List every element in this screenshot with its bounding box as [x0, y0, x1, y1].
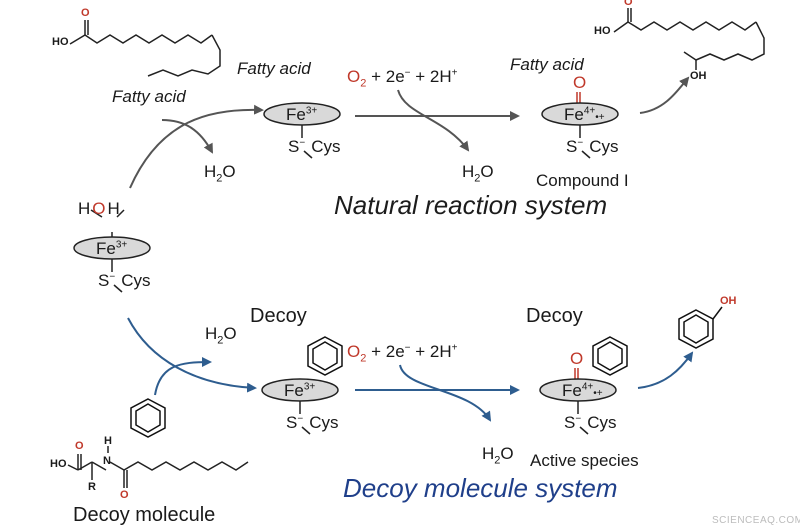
decoy-molecule-label: Decoy molecule	[73, 504, 216, 526]
hydroxylated-oh: OH	[690, 70, 707, 82]
active-species-label: Active species	[530, 451, 639, 470]
oxygen-reagent-decoy: O2 + 2e− + 2H+	[347, 342, 458, 365]
water-ligand	[90, 209, 125, 218]
oxo-label-active: O	[570, 349, 584, 368]
benzene-ring-active	[592, 336, 628, 376]
water-product-1: H2O	[204, 162, 236, 185]
iron-label-bound: Fe3+	[286, 105, 318, 124]
hydroxylated-ho: HO	[594, 25, 611, 37]
hydroxylated-carbonyl-o: O	[624, 0, 633, 8]
cys-label-bound: S−Cys	[288, 137, 341, 156]
cys-label-active: S−Cys	[564, 413, 617, 432]
iron-label-compound: Fe4+•+	[564, 105, 605, 124]
decoy-molecule-structure	[67, 454, 249, 488]
decoy-label-left: Decoy	[250, 305, 307, 327]
iron-label-decoy: Fe3+	[284, 381, 316, 400]
cys-label-decoy: S−Cys	[286, 413, 339, 432]
oxygen-reagent-natural: O2 + 2e− + 2H+	[347, 67, 458, 90]
decoy-r: R	[88, 481, 96, 493]
decoy-o-acid: O	[75, 440, 84, 452]
watermark: SCIENCEAQ.COM	[712, 515, 800, 526]
cys-label-resting: S−Cys	[98, 271, 151, 290]
arrow-water-release-1	[161, 119, 213, 154]
oxo-label-compound: O	[573, 73, 587, 92]
water-product-3: H2O	[205, 324, 237, 347]
decoy-o-amide: O	[120, 489, 129, 501]
decoy-h: H	[104, 435, 112, 447]
arrow-hydroxylation	[639, 76, 690, 114]
water-product-4: H2O	[482, 444, 514, 467]
water-product-2: H2O	[462, 162, 494, 185]
arrow-decoy-oxygen-input	[399, 364, 492, 422]
fatty-acid-label-bound: Fatty acid	[237, 59, 311, 78]
cys-label-compound: S−Cys	[566, 137, 619, 156]
heme-decoy-bound	[261, 378, 339, 435]
fatty-acid-label-compound: Fatty acid	[510, 55, 584, 74]
fatty-acid-label-left: Fatty acid	[112, 87, 186, 106]
phenol-product	[678, 306, 723, 349]
hydroxylated-fatty-acid-structure	[613, 8, 765, 70]
benzene-ring-decoy	[307, 336, 343, 376]
benzene-ring-substrate	[130, 398, 166, 438]
arrow-oxygen-input	[397, 89, 470, 152]
natural-system-title: Natural reaction system	[334, 190, 608, 220]
fatty-acid-carbonyl-o: O	[81, 7, 90, 19]
decoy-label-right: Decoy	[526, 305, 583, 327]
heme-compound-i	[541, 92, 619, 159]
arrow-benzene-hydroxylation	[637, 351, 694, 389]
arrow-decoy-binding	[127, 317, 257, 393]
phenol-oh: OH	[720, 295, 737, 307]
heme-resting-state	[73, 232, 151, 293]
fatty-acid-structure	[69, 20, 221, 77]
heme-substrate-bound	[263, 102, 341, 159]
decoy-n: N	[103, 455, 111, 467]
arrow-substrate-binding	[129, 104, 264, 189]
decoy-system-title: Decoy molecule system	[343, 473, 618, 503]
heme-active-species	[539, 368, 617, 435]
iron-label-resting: Fe3+	[96, 239, 128, 258]
iron-label-active: Fe4+•+	[562, 381, 603, 400]
decoy-ho: HO	[50, 458, 67, 470]
arrow-water-release-2	[154, 357, 212, 396]
compound-i-label: Compound I	[536, 171, 629, 190]
fatty-acid-ho: HO	[52, 36, 69, 48]
